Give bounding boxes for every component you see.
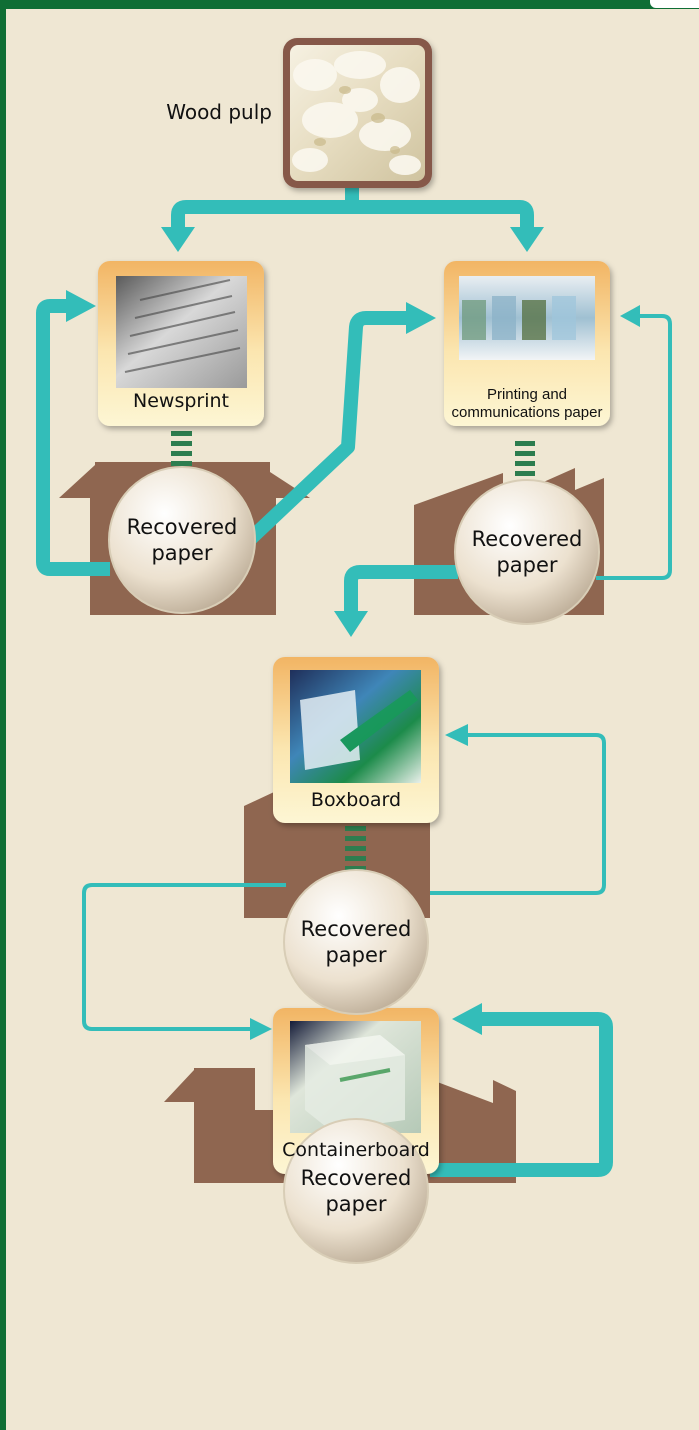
brochure-panels xyxy=(462,296,576,340)
arrow-recovered2-loop xyxy=(596,314,672,580)
containerboard-label: Containerboard xyxy=(282,1139,430,1161)
arrow-recovered4-loop xyxy=(430,1012,613,1177)
recovered-line2: paper xyxy=(325,943,387,967)
arrowhead-down-printing xyxy=(510,227,544,252)
header-bar xyxy=(0,0,699,9)
wood-pulp-label: Wood pulp xyxy=(166,100,272,124)
arrow-recovered2-to-boxboard xyxy=(344,565,458,614)
recovered-paper-label-4: Recovered paper xyxy=(283,1165,429,1217)
recovered-line1: Recovered xyxy=(471,527,583,551)
recovered-line1: Recovered xyxy=(126,515,238,539)
header-tab xyxy=(650,0,699,8)
arrow-recovered3-to-boxboard xyxy=(430,733,606,895)
arrowhead-right-printing xyxy=(406,302,436,334)
recovered-line2: paper xyxy=(325,1192,387,1216)
wood-pulp-node xyxy=(283,38,432,188)
arrowhead-down-boxboard xyxy=(334,611,368,637)
recovered-line1: Recovered xyxy=(300,917,412,941)
recovered-paper-label-1: Recovered paper xyxy=(109,514,255,566)
arrowhead-down-newsprint xyxy=(161,227,195,252)
recovered-paper-label-2: Recovered paper xyxy=(454,526,600,578)
cereal-box-shapes xyxy=(300,690,418,770)
arrow-recovered1-to-printing xyxy=(241,311,410,549)
arrow-recovered3-to-containerboard xyxy=(82,883,286,1031)
arrow-recovered1-loop xyxy=(36,299,110,576)
arrowhead-left-printing xyxy=(620,305,640,327)
arrowhead-left-containerboard xyxy=(452,1003,482,1035)
recovered-paper-circle-1 xyxy=(108,466,256,614)
left-edge-bar xyxy=(0,9,6,1430)
newsprint-label: Newsprint xyxy=(133,390,229,412)
newspaper-lines xyxy=(124,279,241,373)
arrowhead-right-newsprint xyxy=(66,290,96,322)
recovered-line2: paper xyxy=(496,553,558,577)
recovered-paper-label-3: Recovered paper xyxy=(283,916,429,968)
arrowhead-right-containerboard xyxy=(250,1018,272,1040)
arrow-pulp-to-newsprint xyxy=(171,200,352,229)
boxboard-label: Boxboard xyxy=(310,789,402,811)
recovered-paper-circle-4 xyxy=(283,1118,429,1264)
recovered-line1: Recovered xyxy=(300,1166,412,1190)
printing-label: Printing and communications paper xyxy=(444,386,610,422)
recovered-line2: paper xyxy=(151,541,213,565)
arrowhead-left-boxboard xyxy=(445,724,468,746)
recovered-paper-circle-2 xyxy=(454,479,600,625)
arrow-pulp-to-printing xyxy=(352,200,534,229)
recovered-paper-circle-3 xyxy=(283,869,429,1015)
printing-label-line1: Printing and xyxy=(486,386,568,403)
printing-label-line2: communications paper xyxy=(451,404,603,421)
pulp-texture xyxy=(292,51,421,175)
shipping-box-shapes xyxy=(305,1035,405,1130)
